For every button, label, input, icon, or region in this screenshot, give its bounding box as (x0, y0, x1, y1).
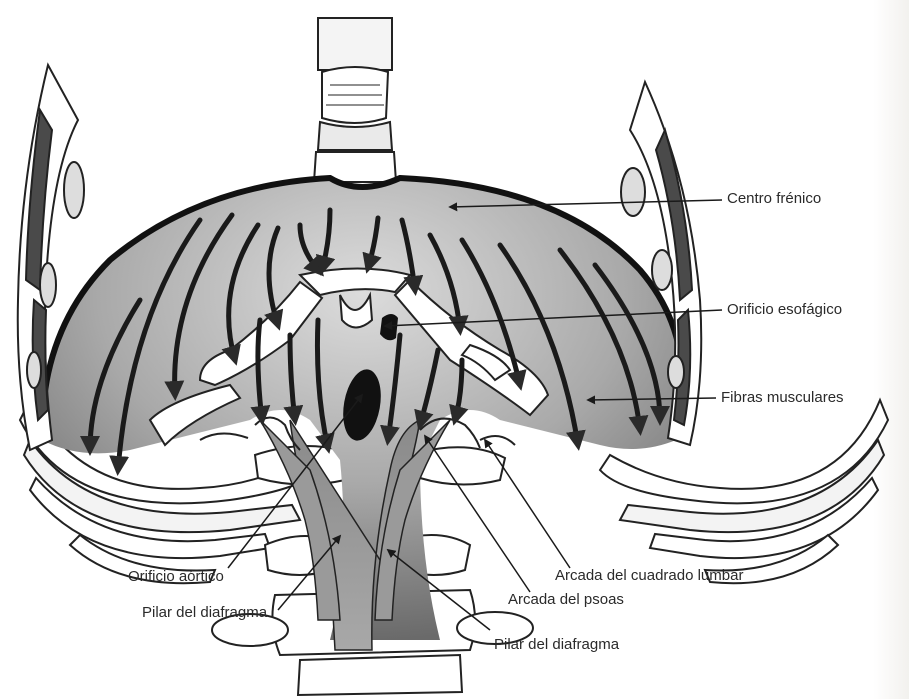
label-centro-frenico: Centro frénico (727, 190, 821, 208)
upper-spine (314, 18, 396, 182)
label-orificio-esofagico: Orificio esofágico (727, 301, 842, 319)
label-pilar-diafragma-left: Pilar del diafragma (142, 604, 267, 622)
leader-arcada-cuadrado (485, 440, 570, 568)
label-pilar-diafragma-right: Pilar del diafragma (494, 636, 619, 654)
label-arcada-psoas: Arcada del psoas (508, 591, 624, 609)
label-orificio-aortico: Orificio aórtico (128, 568, 224, 586)
label-arcada-cuadrado-lumbar: Arcada del cuadrado lumbar (555, 567, 743, 585)
label-fibras-musculares: Fibras musculares (721, 389, 844, 407)
esophageal-orifice (380, 314, 398, 340)
